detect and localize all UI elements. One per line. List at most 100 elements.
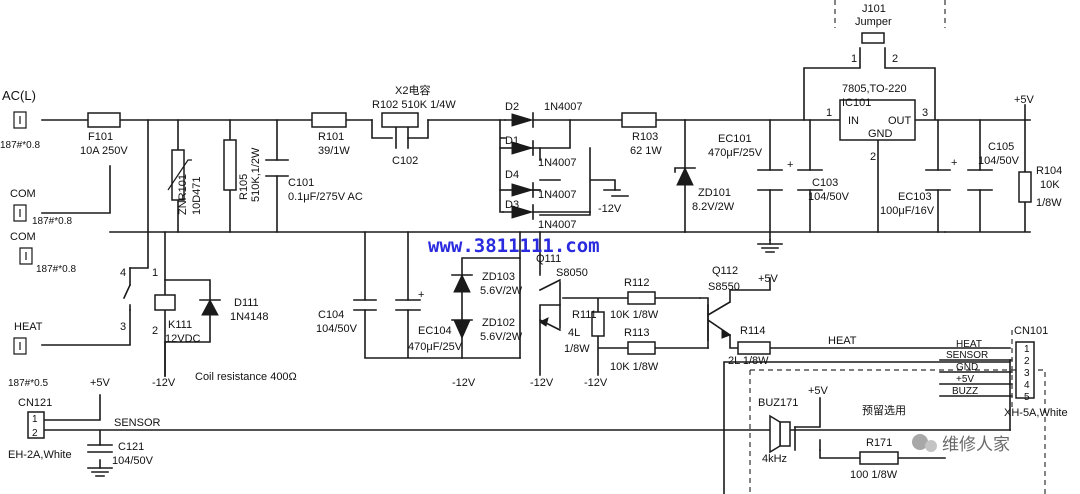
svg-text:-12V: -12V: [584, 377, 608, 389]
svg-text:F101: F101: [88, 131, 113, 143]
svg-text:10K 1/8W: 10K 1/8W: [610, 361, 659, 373]
minus12v-zener: -12V: [452, 377, 476, 389]
net-sensor-label: SENSOR: [114, 417, 161, 429]
svg-text:12VDC: 12VDC: [165, 333, 201, 345]
svg-text:OUT: OUT: [888, 115, 912, 127]
svg-text:预留选用: 预留选用: [862, 404, 906, 417]
connector-cn121: CN121 1 2 EH-2A,White +5V: [8, 377, 111, 461]
svg-text:C105: C105: [988, 141, 1014, 153]
svg-text:D4: D4: [505, 169, 519, 181]
svg-text:+5V: +5V: [956, 374, 974, 385]
transistor-q112: Q112 S8550 +5V: [699, 265, 779, 341]
fuse-f101: F101 10A 250V: [80, 112, 128, 157]
svg-text:+: +: [787, 159, 793, 171]
svg-text:1/8W: 1/8W: [1036, 197, 1062, 209]
svg-text:2: 2: [1024, 356, 1030, 367]
svg-text:GND: GND: [956, 362, 978, 373]
net-heat-label: HEAT: [828, 335, 857, 347]
svg-text:GND: GND: [868, 128, 893, 140]
svg-text:187#*0.5: 187#*0.5: [8, 378, 48, 389]
svg-text:4: 4: [1024, 380, 1030, 391]
svg-text:D3: D3: [505, 199, 519, 211]
svg-text:0.1μF/275V AC: 0.1μF/275V AC: [288, 191, 363, 203]
svg-text:+: +: [418, 289, 424, 301]
svg-text:1N4007: 1N4007: [544, 101, 583, 113]
svg-text:C102: C102: [392, 155, 418, 167]
svg-text:104/50V: 104/50V: [316, 323, 358, 335]
optional-buzzer-dash: [749, 369, 1046, 494]
svg-text:5.6V/2W: 5.6V/2W: [480, 331, 523, 343]
svg-text:3: 3: [1024, 368, 1030, 379]
svg-text:X2电容: X2电容: [395, 83, 430, 97]
watermark-brand: 维修人家: [912, 434, 1010, 454]
terminal-com-1: COM 187#*0.8: [10, 188, 72, 227]
zener-zd101: ZD101 8.2V/2W: [674, 166, 735, 213]
svg-text:+5V: +5V: [808, 385, 829, 397]
svg-text:+5V: +5V: [90, 377, 111, 389]
svg-text:J101: J101: [862, 3, 886, 15]
watermark-url: www.3811111.com: [428, 235, 600, 257]
capacitor-c101: C101 0.1μF/275V AC: [265, 159, 363, 203]
svg-text:-12V: -12V: [530, 377, 554, 389]
zener-zd103: ZD103 5.6V/2W: [451, 271, 523, 297]
resistor-r104: R104 10K 1/8W: [1018, 165, 1062, 209]
svg-text:104/50V: 104/50V: [978, 155, 1020, 167]
svg-text:1N4148: 1N4148: [230, 311, 269, 323]
jumper-j101: J101 Jumper 1 2: [851, 3, 898, 65]
svg-text:5.6V/2W: 5.6V/2W: [480, 285, 523, 297]
varistor-znr101: ZNR101 10D471: [167, 149, 203, 215]
svg-text:C104: C104: [318, 309, 344, 321]
svg-text:1: 1: [1024, 344, 1030, 355]
svg-text:D2: D2: [505, 101, 519, 113]
resistor-r111: R111 4L 1/8W -12V: [564, 309, 608, 389]
svg-text:4: 4: [120, 267, 126, 279]
svg-text:Coil resistance 400Ω: Coil resistance 400Ω: [195, 371, 297, 383]
svg-text:IC101: IC101: [842, 97, 871, 109]
capacitor-ec104: + EC104 470μF/25V: [395, 289, 463, 353]
svg-text:COM: COM: [10, 231, 36, 243]
svg-text:S8550: S8550: [708, 281, 740, 293]
svg-text:2: 2: [892, 53, 898, 65]
svg-text:1N4007: 1N4007: [538, 219, 577, 231]
svg-text:187#*0.8: 187#*0.8: [32, 216, 72, 227]
terminal-heat: HEAT 187#*0.5: [8, 321, 48, 389]
svg-text:C121: C121: [118, 441, 144, 453]
svg-text:100 1/8W: 100 1/8W: [850, 469, 898, 481]
svg-text:R112: R112: [624, 277, 649, 289]
jumper-dash: [834, 0, 946, 28]
svg-text:Jumper: Jumper: [855, 16, 892, 28]
zener-zd102: ZD102 5.6V/2W: [451, 317, 523, 343]
svg-text:39/1W: 39/1W: [318, 145, 350, 157]
svg-text:CN121: CN121: [18, 397, 52, 409]
capacitor-ec101: + EC101 470μF/25V: [708, 133, 793, 191]
svg-text:2L 1/8W: 2L 1/8W: [728, 355, 769, 367]
svg-text:187#*0.8: 187#*0.8: [0, 140, 40, 151]
svg-text:-12V: -12V: [598, 203, 622, 215]
svg-text:ZNR101: ZNR101: [177, 174, 189, 215]
svg-text:R101: R101: [318, 131, 344, 143]
svg-text:ZD102: ZD102: [482, 317, 515, 329]
x2-capacitor-group: X2电容 R102 510K 1/4W C102: [372, 83, 456, 167]
svg-text:XH-5A,White: XH-5A,White: [1004, 407, 1068, 419]
diode-d111: D111 1N4148: [199, 297, 269, 323]
svg-text:2: 2: [152, 325, 158, 337]
resistor-r114: R114 2L 1/8W: [728, 325, 771, 367]
svg-text:187#*0.8: 187#*0.8: [36, 264, 76, 275]
svg-text:IN: IN: [848, 115, 859, 127]
resistor-r103: R103 62 1W: [621, 112, 662, 157]
transistor-q111: Q111 S8050 -12V: [530, 253, 588, 389]
svg-text:+: +: [951, 157, 957, 169]
svg-text:10K 1/8W: 10K 1/8W: [610, 309, 659, 321]
svg-text:104/50V: 104/50V: [112, 455, 154, 467]
svg-text:EC103: EC103: [898, 191, 932, 203]
relay-k111: 4 3 1 2 K111 12VDC Coil resistance 400Ω …: [120, 267, 297, 389]
svg-text:3: 3: [922, 107, 928, 119]
resistor-r113: R113 10K 1/8W: [610, 327, 659, 373]
svg-text:BUZZ: BUZZ: [952, 386, 978, 397]
regulator-ic101: 7805,TO-220 IC101 IN OUT GND 1 2 3: [826, 83, 928, 163]
plus5v-label-top: +5V: [1014, 94, 1035, 106]
svg-text:COM: COM: [10, 188, 36, 200]
svg-text:EH-2A,White: EH-2A,White: [8, 449, 72, 461]
svg-text:100μF/16V: 100μF/16V: [880, 205, 935, 217]
svg-text:+5V: +5V: [758, 273, 779, 285]
